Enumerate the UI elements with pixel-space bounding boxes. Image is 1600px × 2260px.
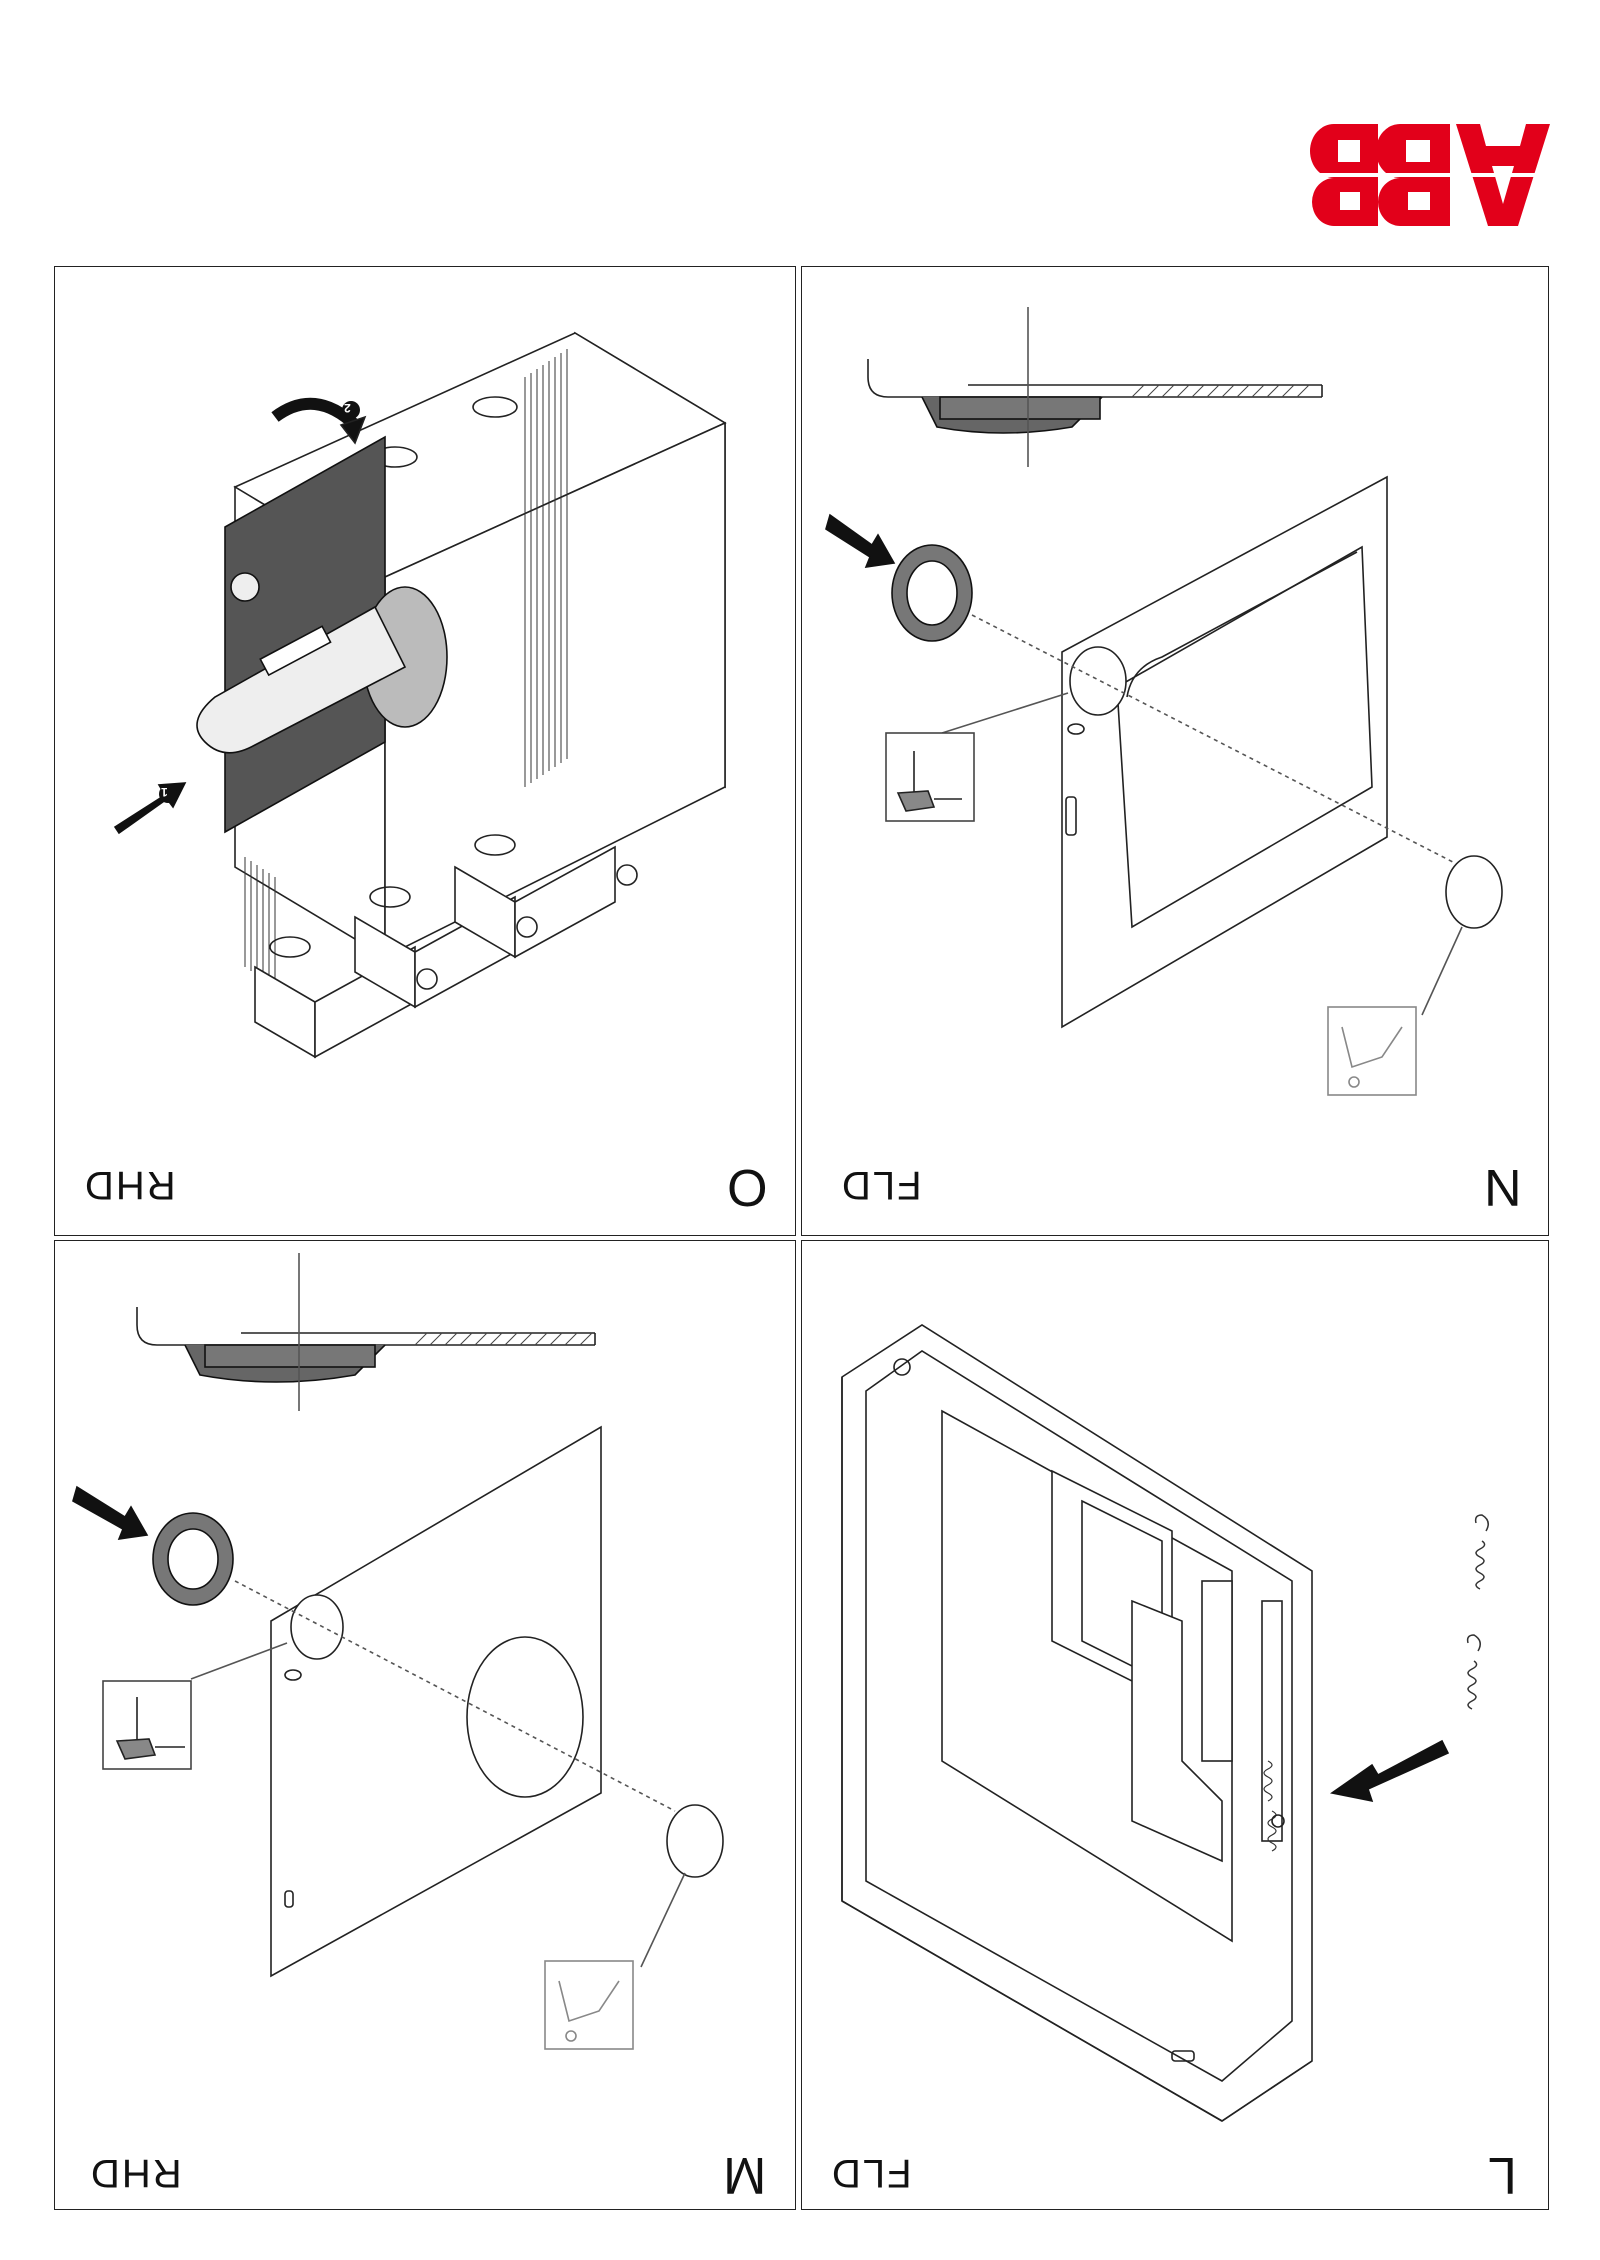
panel-m: RHD M — [54, 1240, 796, 2210]
panel-o: 1 2 RHD O — [54, 266, 796, 1236]
panel-letter: O — [727, 1158, 768, 1216]
breaker-with-handle-illustration — [113, 331, 727, 1059]
panel-n: FLD N — [801, 266, 1549, 1236]
panel-code: RHD — [89, 2151, 182, 2195]
panel-code: RHD — [83, 1163, 176, 1207]
panel-code: FLD — [840, 1163, 922, 1207]
arrow-step-1-label: 1 — [161, 785, 168, 799]
panel-letter: M — [723, 2146, 767, 2204]
panel-code: FLD — [830, 2151, 912, 2195]
panel-letter: L — [1488, 2146, 1517, 2204]
enclosure-springs-illustration — [841, 1324, 1489, 2122]
arrow-step-2-label: 2 — [344, 401, 351, 415]
door-plate-large-hole-illustration — [72, 1253, 724, 2050]
door-plate-seal-illustration — [825, 307, 1503, 1096]
panel-l: FLD L — [801, 1240, 1549, 2210]
abb-logo — [1308, 124, 1550, 226]
panel-letter: N — [1484, 1158, 1522, 1216]
